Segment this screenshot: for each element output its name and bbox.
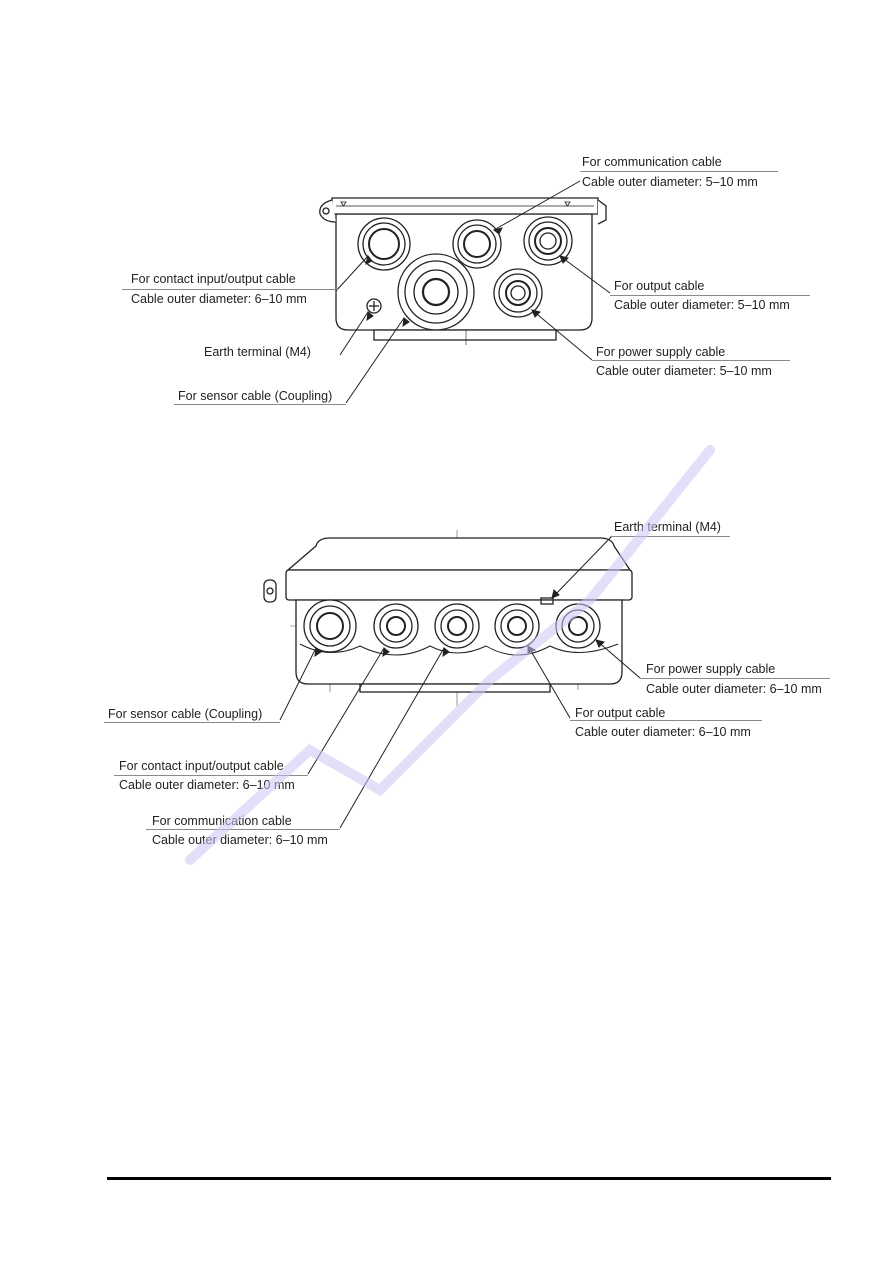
top-comm-diameter: Cable outer diameter: 5–10 mm — [582, 175, 758, 189]
bottom-earth-rule — [610, 536, 730, 537]
bottom-comm-rule — [146, 829, 340, 830]
bottom-sensor-label: For sensor cable (Coupling) — [108, 707, 263, 721]
bottom-power-title: For power supply cable — [646, 662, 776, 676]
top-sensor-label: For sensor cable (Coupling) — [178, 389, 333, 403]
top-sensor-rule — [174, 404, 346, 405]
bottom-output-diameter: Cable outer diameter: 6–10 mm — [575, 725, 751, 739]
top-output-diameter: Cable outer diameter: 5–10 mm — [614, 298, 790, 312]
top-output-rule — [610, 295, 810, 296]
top-comm-rule — [580, 171, 778, 172]
top-output-title: For output cable — [614, 279, 705, 293]
top-contact-rule — [122, 289, 338, 290]
footer-rule — [107, 1177, 831, 1180]
bottom-comm-diameter: Cable outer diameter: 6–10 mm — [152, 833, 328, 847]
top-power-rule — [592, 360, 790, 361]
bottom-earth-label: Earth terminal (M4) — [614, 520, 721, 534]
bottom-power-diameter: Cable outer diameter: 6–10 mm — [646, 682, 822, 696]
bottom-contact-rule — [114, 775, 308, 776]
bottom-comm-title: For communication cable — [152, 814, 292, 828]
top-contact-diameter: Cable outer diameter: 6–10 mm — [131, 292, 307, 306]
top-comm-title: For communication cable — [582, 155, 722, 169]
top-earth-label: Earth terminal (M4) — [204, 345, 311, 359]
bottom-contact-title: For contact input/output cable — [119, 759, 284, 773]
bottom-power-rule — [640, 678, 830, 679]
bottom-output-title: For output cable — [575, 706, 666, 720]
bottom-contact-diameter: Cable outer diameter: 6–10 mm — [119, 778, 295, 792]
bottom-sensor-rule — [104, 722, 280, 723]
top-contact-title: For contact input/output cable — [131, 272, 296, 286]
top-power-title: For power supply cable — [596, 345, 726, 359]
bottom-output-rule — [570, 720, 762, 721]
top-power-diameter: Cable outer diameter: 5–10 mm — [596, 364, 772, 378]
